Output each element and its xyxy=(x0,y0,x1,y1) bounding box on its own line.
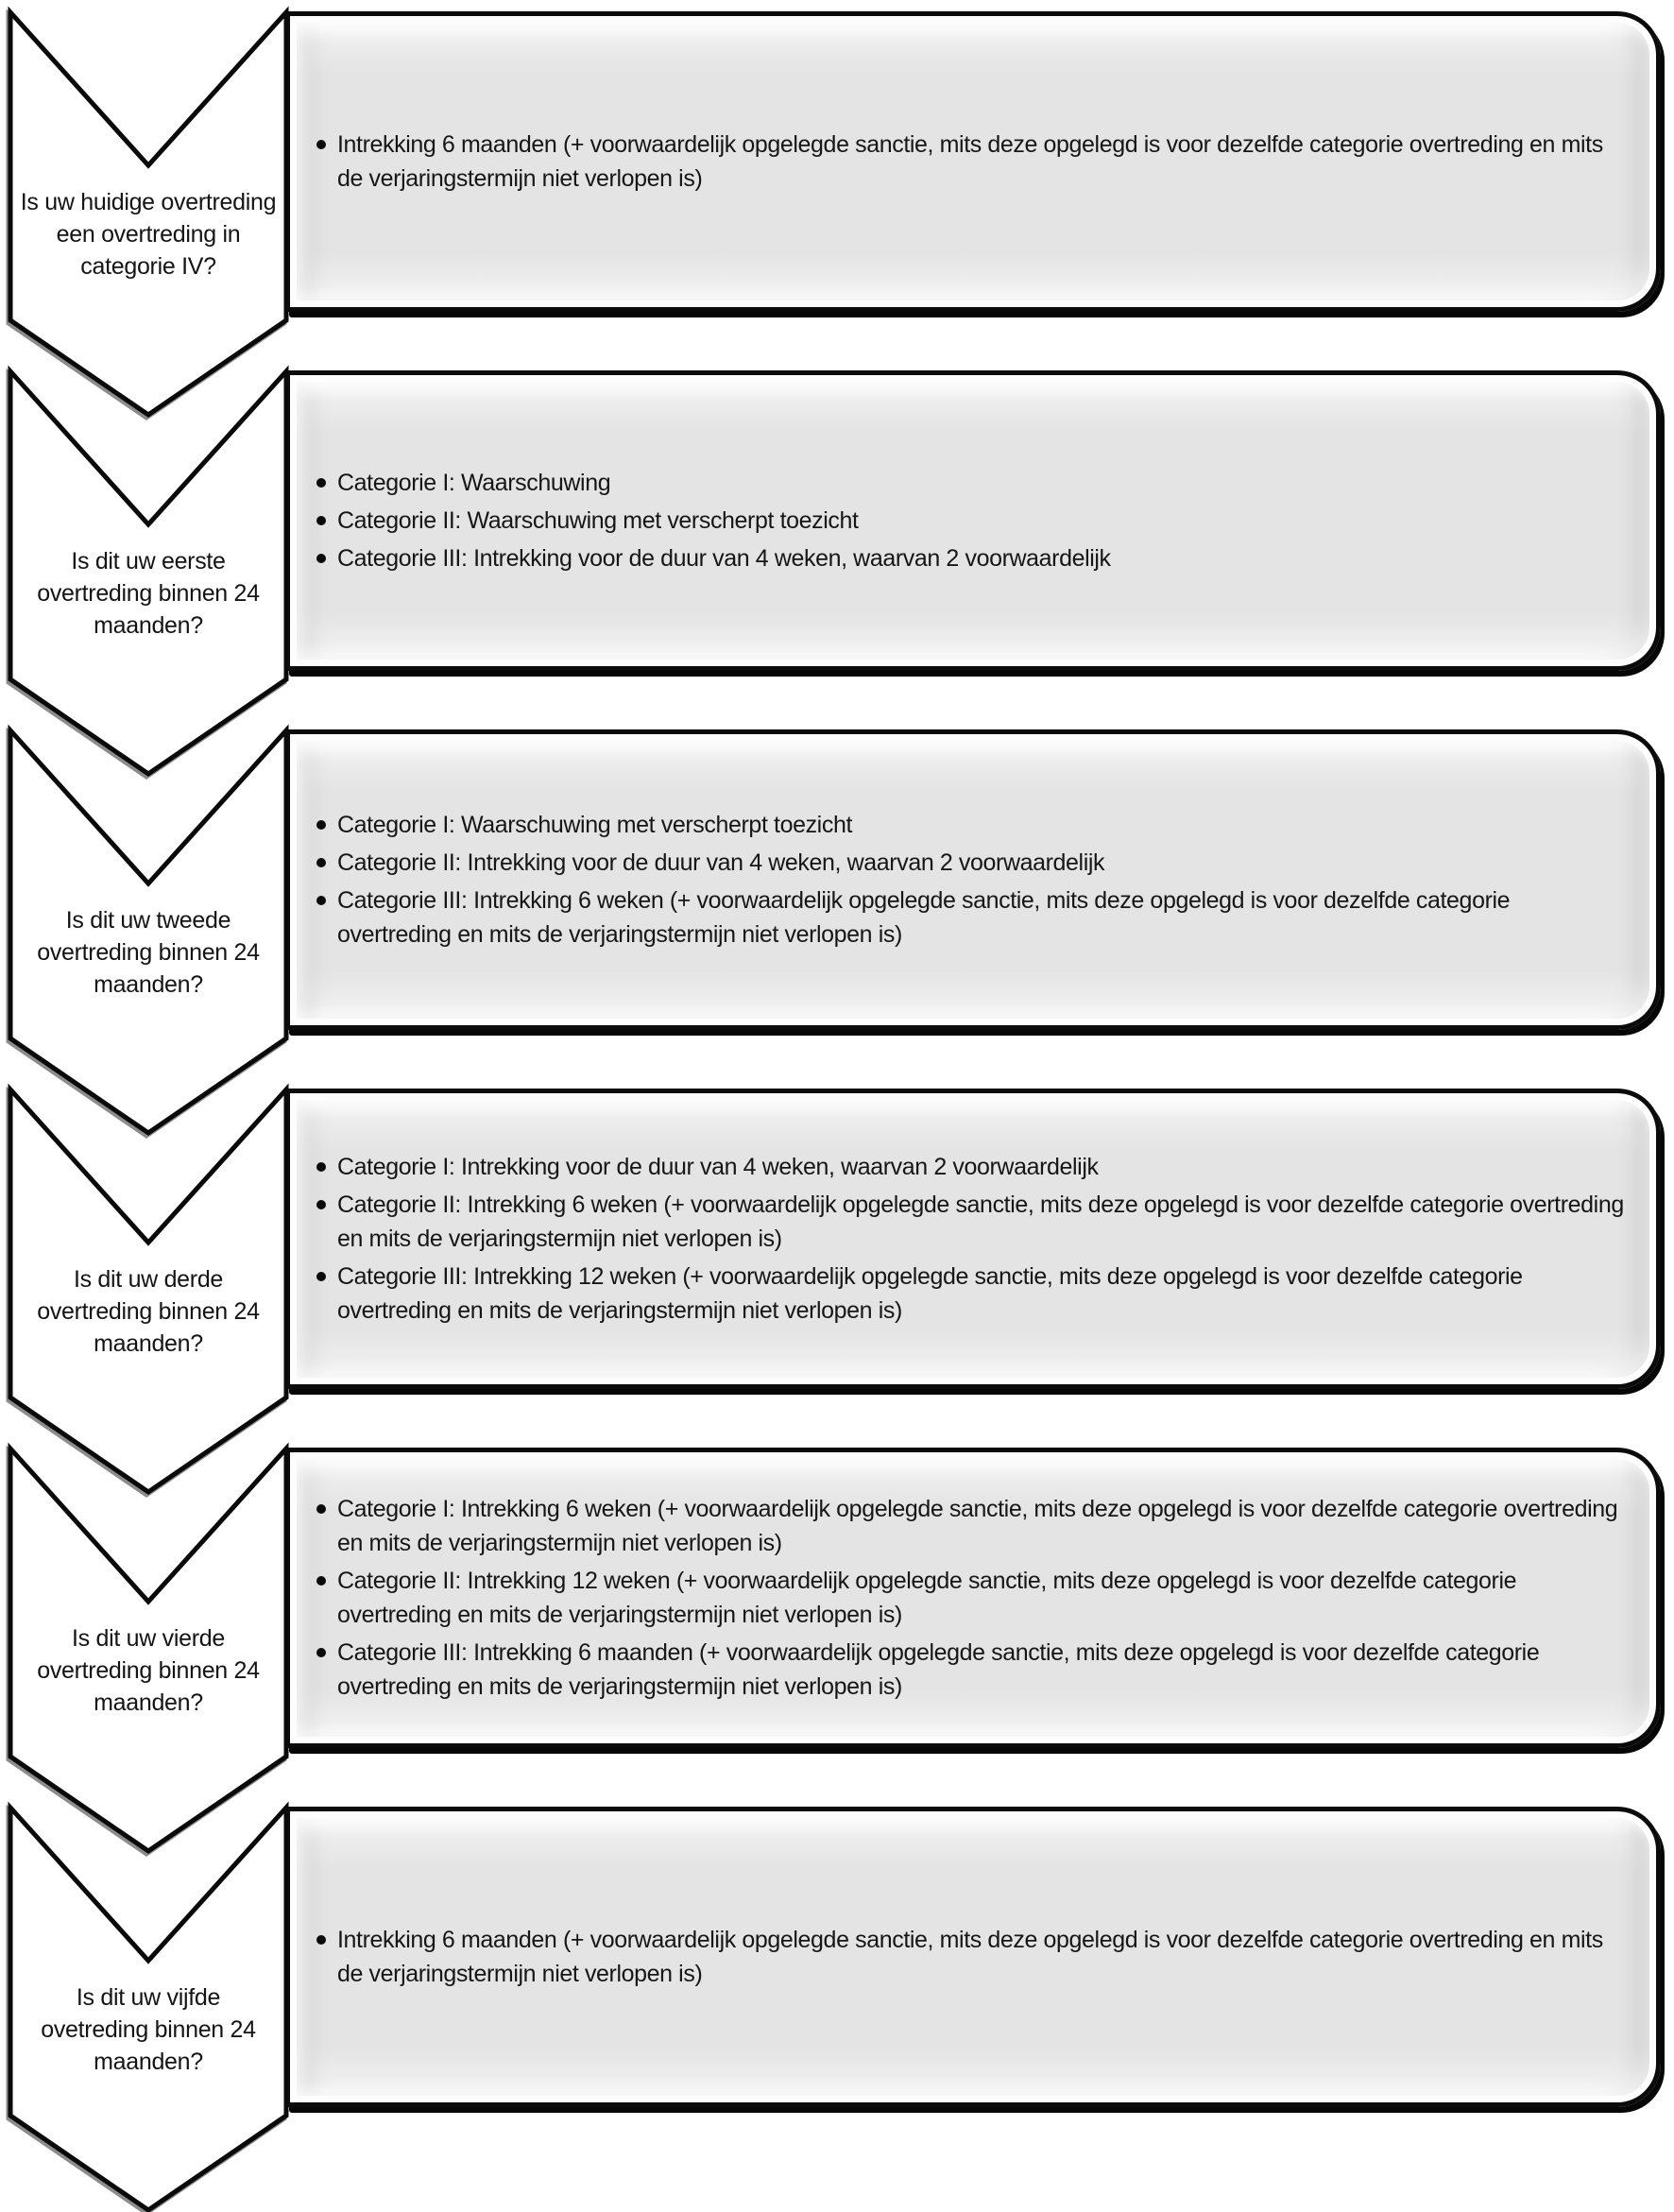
bullet-item: Categorie II: Intrekking 6 weken (+ voor… xyxy=(316,1188,1626,1256)
bullet-text: Categorie III: Intrekking 6 maanden (+ v… xyxy=(337,1639,1540,1700)
bullet-icon xyxy=(316,1492,337,1514)
bullet-item: Categorie I: Waarschuwing met verscherpt… xyxy=(316,808,1626,842)
bullet-text: Categorie I: Waarschuwing xyxy=(337,470,611,496)
flow-row: Is dit uw vijfde ovetreding binnen 24 ma… xyxy=(0,1801,1674,2212)
flow-row: Is uw huidige overtreding een overtredin… xyxy=(0,6,1674,419)
flow-row: Is dit uw vierde overtreding binnen 24 m… xyxy=(0,1442,1674,1855)
bullet-icon xyxy=(316,504,337,525)
flow-row: Is dit uw derde overtreding binnen 24 ma… xyxy=(0,1083,1674,1496)
bullet-item: Categorie I: Intrekking voor de duur van… xyxy=(316,1150,1626,1184)
chevron-down-arrow xyxy=(8,1083,289,1496)
bullet-item: Categorie III: Intrekking voor de duur v… xyxy=(316,541,1626,575)
bullet-text: Categorie III: Intrekking voor de duur v… xyxy=(337,545,1111,572)
sanction-box: Intrekking 6 maanden (+ voorwaardelijk o… xyxy=(285,11,1661,312)
bullet-icon xyxy=(316,1188,337,1209)
question-label: Is dit uw vijfde ovetreding binnen 24 ma… xyxy=(41,1984,256,2075)
bullet-text: Categorie I: Waarschuwing met verscherpt… xyxy=(337,812,852,838)
bullet-item: Categorie II: Intrekking voor de duur va… xyxy=(316,846,1626,880)
bullet-item: Categorie III: Intrekking 6 maanden (+ v… xyxy=(316,1636,1626,1704)
bullet-icon xyxy=(316,466,337,488)
bullet-text: Categorie III: Intrekking 12 weken (+ vo… xyxy=(337,1263,1523,1324)
bullet-icon xyxy=(316,128,337,149)
bullet-text: Intrekking 6 maanden (+ voorwaardelijk o… xyxy=(337,131,1603,192)
bullet-icon xyxy=(316,1150,337,1172)
sanction-box: Intrekking 6 maanden (+ voorwaardelijk o… xyxy=(285,1807,1661,2107)
bullet-icon xyxy=(316,1636,337,1657)
bullet-text: Categorie II: Intrekking voor de duur va… xyxy=(337,849,1105,876)
question-label: Is dit uw eerste overtreding binnen 24 m… xyxy=(37,548,260,639)
chevron-down-arrow xyxy=(8,6,289,419)
question-label: Is dit uw derde overtreding binnen 24 ma… xyxy=(37,1266,260,1357)
bullet-item: Intrekking 6 maanden (+ voorwaardelijk o… xyxy=(316,128,1626,196)
bullet-icon xyxy=(316,808,337,830)
sanction-box: Categorie I: Intrekking 6 weken (+ voorw… xyxy=(285,1448,1661,1748)
bullet-text: Categorie III: Intrekking 6 weken (+ voo… xyxy=(337,887,1511,948)
flow-row: Is dit uw tweede overtreding binnen 24 m… xyxy=(0,724,1674,1137)
chevron-down-arrow xyxy=(8,365,289,778)
bullet-text: Categorie II: Intrekking 6 weken (+ voor… xyxy=(337,1192,1624,1252)
bullet-text: Categorie II: Waarschuwing met verscherp… xyxy=(337,507,859,534)
bullet-item: Intrekking 6 maanden (+ voorwaardelijk o… xyxy=(316,1923,1626,1991)
question-label: Is uw huidige overtreding een overtredin… xyxy=(20,189,277,280)
sanction-box: Categorie I: Waarschuwing met verscherpt… xyxy=(285,729,1661,1030)
bullet-icon xyxy=(316,1260,337,1281)
chevron-down-arrow xyxy=(8,1442,289,1855)
bullet-item: Categorie III: Intrekking 6 weken (+ voo… xyxy=(316,883,1626,952)
question-label: Is dit uw vierde overtreding binnen 24 m… xyxy=(37,1625,260,1716)
flow-row: Is dit uw eerste overtreding binnen 24 m… xyxy=(0,365,1674,778)
bullet-item: Categorie II: Intrekking 12 weken (+ voo… xyxy=(316,1564,1626,1632)
chevron-down-arrow xyxy=(8,1801,289,2212)
bullet-icon xyxy=(316,883,337,905)
bullet-icon xyxy=(316,1923,337,1945)
bullet-text: Intrekking 6 maanden (+ voorwaardelijk o… xyxy=(337,1927,1603,1987)
bullet-text: Categorie I: Intrekking 6 weken (+ voorw… xyxy=(337,1496,1618,1556)
sanction-box: Categorie I: Intrekking voor de duur van… xyxy=(285,1089,1661,1389)
bullet-item: Categorie III: Intrekking 12 weken (+ vo… xyxy=(316,1260,1626,1328)
bullet-icon xyxy=(316,846,337,867)
question-label: Is dit uw tweede overtreding binnen 24 m… xyxy=(37,907,260,998)
bullet-item: Categorie I: Intrekking 6 weken (+ voorw… xyxy=(316,1492,1626,1560)
bullet-icon xyxy=(316,541,337,563)
bullet-item: Categorie II: Waarschuwing met verscherp… xyxy=(316,504,1626,538)
bullet-icon xyxy=(316,1564,337,1586)
bullet-item: Categorie I: Waarschuwing xyxy=(316,466,1626,500)
sanction-box: Categorie I: Waarschuwing Categorie II: … xyxy=(285,370,1661,671)
bullet-text: Categorie I: Intrekking voor de duur van… xyxy=(337,1154,1099,1180)
bullet-text: Categorie II: Intrekking 12 weken (+ voo… xyxy=(337,1568,1517,1628)
chevron-down-arrow xyxy=(8,724,289,1137)
